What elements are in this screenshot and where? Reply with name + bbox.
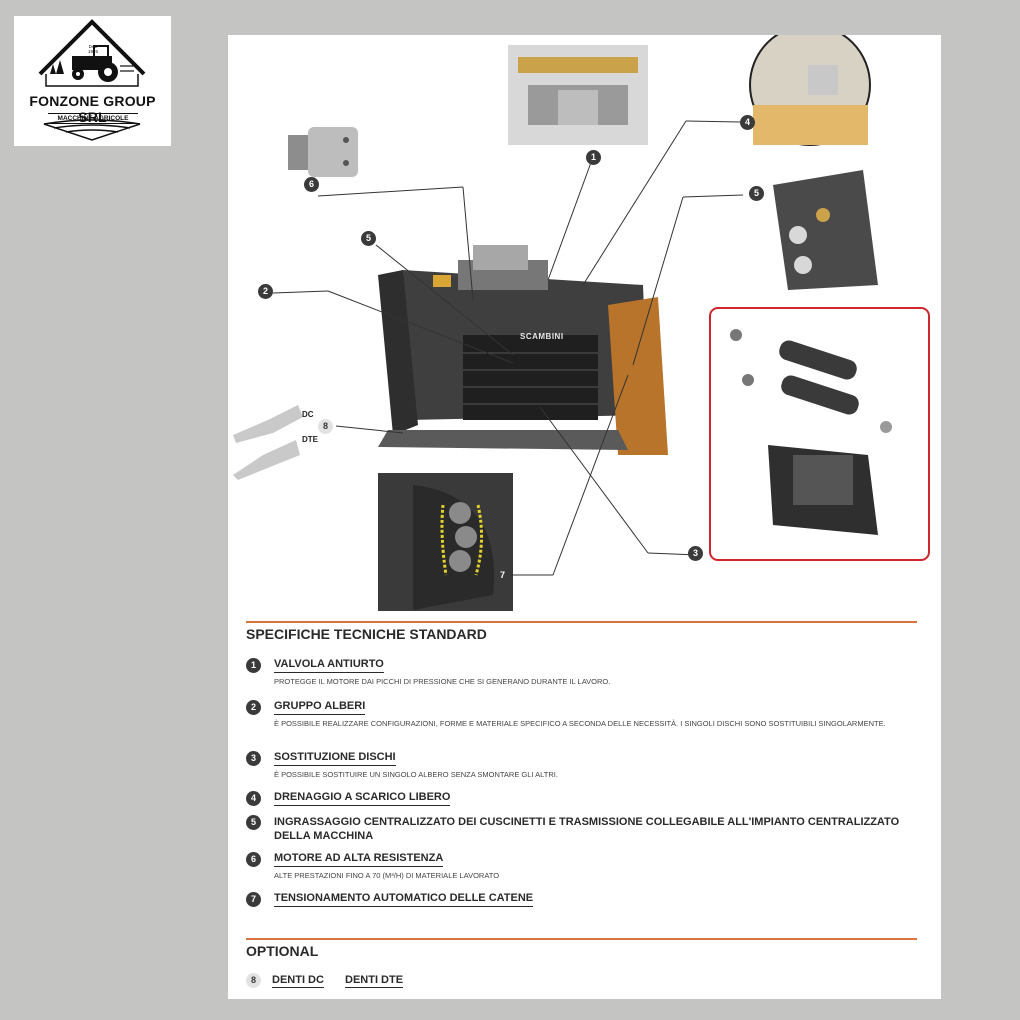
- spec-description: È POSSIBILE SOSTITUIRE UN SINGOLO ALBERO…: [274, 770, 558, 779]
- optional-item-denti-dte: DENTI DTE: [345, 974, 404, 988]
- exploded-shaft-view: [709, 307, 930, 561]
- optional-number: 8: [246, 973, 261, 988]
- company-logo: DAL 1976 FONZONE GROUP SRL MACCHINE AGRI…: [14, 16, 171, 146]
- optional-divider: [246, 938, 917, 940]
- spec-number: 1: [246, 658, 261, 673]
- tractor-house-logo-icon: [38, 19, 146, 141]
- spec-title: TENSIONAMENTO AUTOMATICO DELLE CATENE: [274, 892, 534, 907]
- tooth-label-dc: DC: [302, 410, 314, 419]
- spec-description: ALTE PRESTAZIONI FINO A 70 (M³/H) DI MAT…: [274, 871, 500, 880]
- logo-subtitle: MACCHINE AGRICOLE: [48, 113, 138, 124]
- spec-title: SOSTITUZIONE DISCHI: [274, 751, 396, 766]
- bucket-diagram: [233, 35, 930, 611]
- spec-description: PROTEGGE IL MOTORE DAI PICCHI DI PRESSIO…: [274, 677, 611, 686]
- diagram-callout-8: 8: [318, 419, 333, 434]
- optional-item-denti-dc: DENTI DC: [272, 974, 324, 988]
- diagram-callout-3: 3: [688, 546, 703, 561]
- tooth-label-dte: DTE: [302, 435, 318, 444]
- chain-tension-photo: [378, 473, 513, 611]
- motor-illustration: [288, 127, 358, 177]
- bucket-brand-mark: SCAMBINI: [520, 332, 564, 341]
- diagram-callout-5b: 5: [749, 186, 764, 201]
- diagram-callout-4: 4: [740, 115, 755, 130]
- spec-title: VALVOLA ANTIURTO: [274, 658, 384, 673]
- spec-number: 3: [246, 751, 261, 766]
- diagram-callout-7: 7: [495, 568, 510, 583]
- spec-title: DRENAGGIO A SCARICO LIBERO: [274, 791, 451, 806]
- teeth-illustration: [233, 405, 303, 480]
- spec-number: 5: [246, 815, 261, 830]
- screening-bucket-illustration: [378, 245, 668, 455]
- logo-badge-line2: 1976: [87, 49, 98, 54]
- spec-title: MOTORE AD ALTA RESISTENZA: [274, 852, 444, 867]
- spec-number: 2: [246, 700, 261, 715]
- specs-section-title: SPECIFICHE TECNICHE STANDARD: [246, 626, 487, 642]
- spec-title: GRUPPO ALBERI: [274, 700, 366, 715]
- spec-description: È POSSIBILE REALIZZARE CONFIGURAZIONI, F…: [274, 719, 886, 728]
- spec-sheet-page: SCAMBINI 1 2 3 4 5 5 6 7 8 DC DTE SPECIF…: [228, 35, 941, 999]
- logo-badge-line1: DAL: [88, 44, 98, 49]
- spec-number: 7: [246, 892, 261, 907]
- optional-section-title: OPTIONAL: [246, 943, 319, 959]
- diagram-callout-6: 6: [304, 177, 319, 192]
- diagram-callout-5a: 5: [361, 231, 376, 246]
- spec-number: 6: [246, 852, 261, 867]
- section-divider: [246, 621, 917, 623]
- logo-year-badge: DAL 1976: [82, 44, 104, 54]
- gear-detail-illustration: [773, 170, 878, 290]
- diagram-callout-1: 1: [586, 150, 601, 165]
- spec-title: INGRASSAGGIO CENTRALIZZATO DEI CUSCINETT…: [274, 816, 900, 842]
- diagram-callout-2: 2: [258, 284, 273, 299]
- spec-number: 4: [246, 791, 261, 806]
